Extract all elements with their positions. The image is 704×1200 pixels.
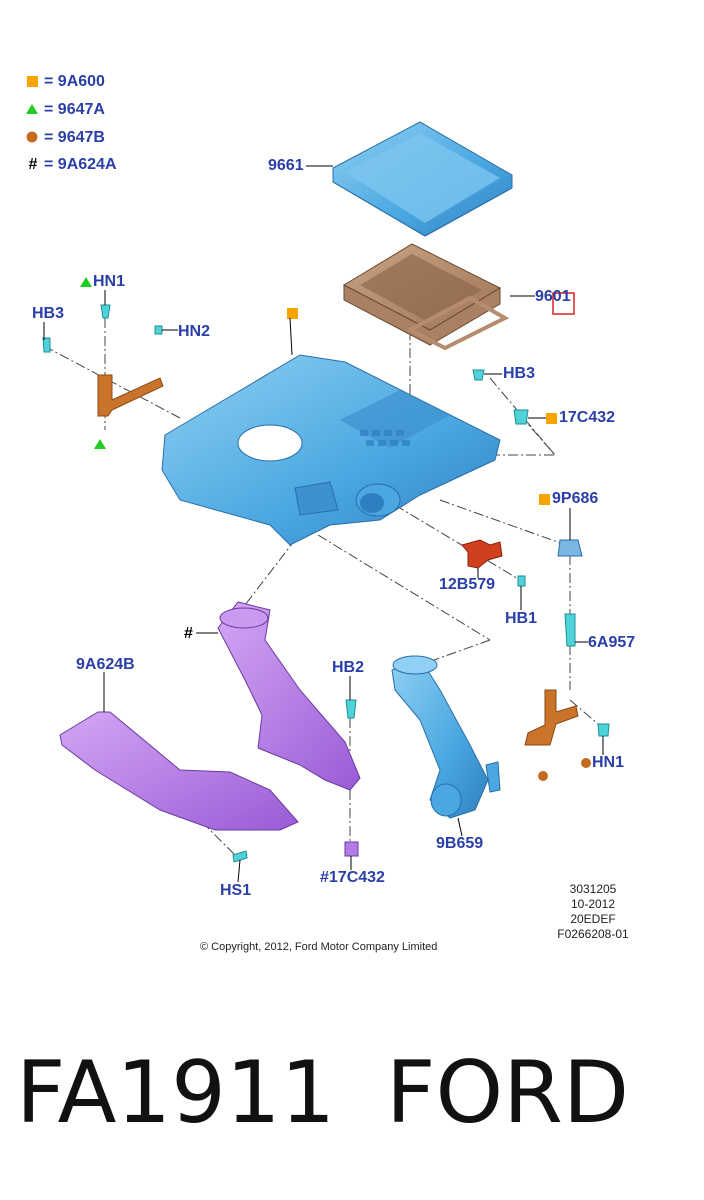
grommet-17c432-bottom <box>344 841 359 857</box>
footer-brand: FORD <box>386 1043 630 1143</box>
fasteners <box>42 304 610 863</box>
legend-circle-icon <box>26 131 38 143</box>
label-hb2: HB2 <box>332 659 365 676</box>
marker-square-icon <box>546 413 557 424</box>
legend-eq: = <box>44 156 54 173</box>
legend-code: 9A600 <box>57 73 105 90</box>
label-hn1-bottom: HN1 <box>592 754 625 771</box>
label-9601: 9601 <box>535 288 571 305</box>
marker-square-icon <box>539 494 550 505</box>
label-9p686: 9P686 <box>552 490 599 507</box>
marker-triangle-icon <box>80 277 92 287</box>
highlight-box <box>552 292 575 315</box>
left-bracket <box>97 374 164 417</box>
label-hb3-left: HB3 <box>32 305 65 322</box>
footer-part-number: FA1911 <box>16 1043 336 1143</box>
drawing-info: 3031205 10-2012 20EDEF F0266208-01 <box>548 882 638 942</box>
drawing-number: 3031205 <box>569 882 617 896</box>
marker-circle-icon <box>581 758 591 768</box>
label-hb3-right: HB3 <box>503 365 536 382</box>
legend-square-icon <box>27 76 38 87</box>
legend-row-9647a: = 9647A <box>26 102 105 118</box>
legend-eq: = <box>44 73 54 90</box>
legend-hash-symbol: # <box>28 156 38 173</box>
label-hs1: HS1 <box>220 882 252 899</box>
legend-row-9647b: = 9647B <box>26 130 105 146</box>
sensor-12b579 <box>461 539 503 569</box>
leader-lines <box>43 165 604 883</box>
intake-duct-upper <box>217 601 361 791</box>
legend-row-9a624a: # = 9A624A <box>26 157 117 173</box>
air-cleaner-exploded-diagram <box>26 76 610 883</box>
legend-row-9a600: = 9A600 <box>26 74 105 90</box>
legend-code: 9A624A <box>57 156 117 173</box>
marker-triangle-icon <box>94 439 106 449</box>
diagram-markers <box>80 277 591 781</box>
legend-triangle-icon <box>26 104 38 114</box>
legend-code: 9647B <box>57 129 105 146</box>
label-9a624b: 9A624B <box>76 656 135 673</box>
label-hn1-top: HN1 <box>93 273 126 290</box>
label-17c432-top: 17C432 <box>559 409 616 426</box>
marker-circle-icon <box>538 771 548 781</box>
label-9661: 9661 <box>268 157 304 174</box>
marker-square-icon <box>287 308 298 319</box>
drawing-figure-id: F0266208-01 <box>557 927 629 941</box>
air-cleaner-housing <box>161 354 501 546</box>
right-bracket <box>524 689 579 746</box>
legend-symbols <box>26 76 38 143</box>
copyright-notice: © Copyright, 2012, Ford Motor Company Li… <box>200 941 438 953</box>
label-hn2: HN2 <box>178 323 211 340</box>
label-12b579: 12B579 <box>439 576 496 593</box>
outlet-hose-9b659 <box>391 655 501 819</box>
legend-eq: = <box>44 101 54 118</box>
air-cleaner-lid <box>332 121 513 237</box>
drawing-code: 20EDEF <box>570 912 616 926</box>
label-17c432-bottom: #17C432 <box>320 869 385 886</box>
label-9b659: 9B659 <box>436 835 484 852</box>
label-hb1: HB1 <box>505 610 538 627</box>
label-hash-duct: # <box>184 625 193 642</box>
label-6a957: 6A957 <box>588 634 636 651</box>
legend-eq: = <box>44 129 54 146</box>
intake-duct-lower <box>59 711 299 831</box>
legend-code: 9647A <box>57 101 105 118</box>
air-filter-element <box>342 243 510 351</box>
grommet-9p686 <box>557 539 583 557</box>
drawing-date: 10-2012 <box>570 897 616 911</box>
